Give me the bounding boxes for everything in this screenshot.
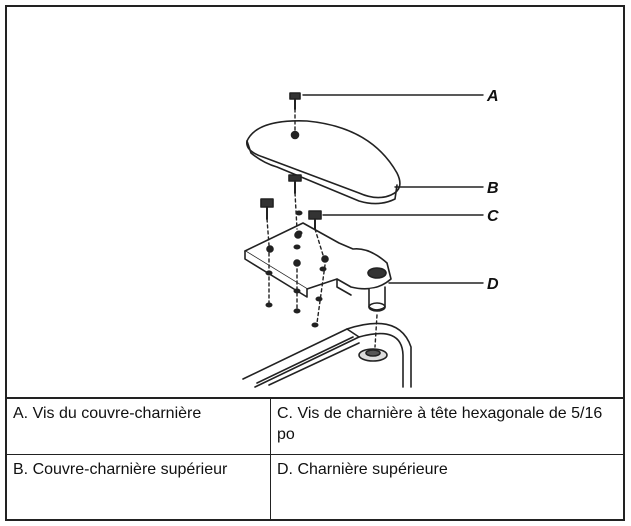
hinge-screw-right [308, 210, 322, 230]
legend-item-c: C. Vis de charnière à tête hexagonale de… [271, 399, 623, 455]
diagram-frame: A B C D A. Vis du couvre-charnière C. Vi… [5, 5, 625, 521]
hinge-illustration: A B C D [7, 7, 623, 399]
exploded-view-drawing: A B C D [242, 88, 499, 388]
mounting-holes [265, 210, 327, 328]
hinge-screw-left [260, 198, 274, 220]
cover-screw-a [289, 92, 301, 110]
top-hinge-plate [244, 222, 392, 312]
hinge-cover [246, 120, 401, 205]
legend-item-b: B. Couvre-charnière supérieur [7, 455, 271, 519]
legend-item-a: A. Vis du couvre-charnière [7, 399, 271, 455]
callout-c: C [487, 208, 499, 225]
legend-table: A. Vis du couvre-charnière C. Vis de cha… [7, 399, 623, 519]
callout-b: B [487, 180, 499, 197]
cover-screw-lower [288, 174, 302, 194]
callout-a: A [486, 88, 499, 105]
fridge-cabinet-corner [242, 322, 412, 388]
callout-d: D [487, 276, 499, 293]
legend-item-d: D. Charnière supérieure [277, 461, 448, 478]
leader-lines [302, 94, 484, 284]
